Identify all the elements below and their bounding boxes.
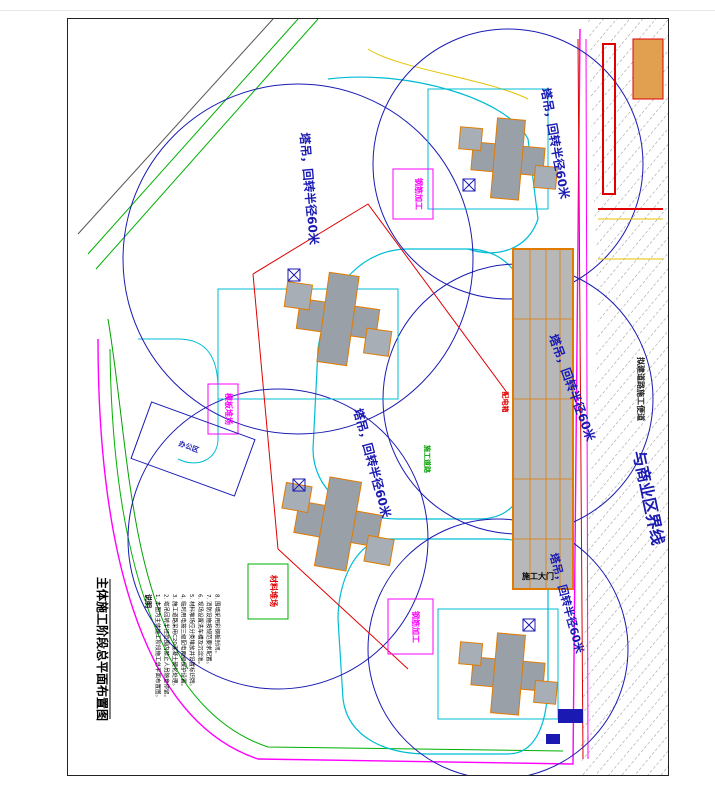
residential-building-1: [283, 271, 393, 367]
temporary-structure: [598, 38, 664, 260]
area-label-material-2: 模板堆场: [224, 393, 234, 425]
crane-marker-2: [462, 178, 476, 192]
area-label-dist-box: 配电箱: [501, 392, 510, 413]
notes-line: 6. 现场设置洗车槽及沉淀池。: [197, 594, 205, 667]
notes-line: 4. 临时用电按三级配电两级保护设置。: [180, 594, 188, 689]
residential-building-2: [281, 476, 395, 572]
zone-box-material-2: [207, 383, 239, 435]
crane-marker-4: [522, 618, 536, 632]
power-line-1: [252, 203, 509, 395]
gate-marker: [558, 709, 583, 723]
boundary-line-red: [577, 38, 584, 760]
crane-radius-circle-5: [367, 518, 629, 775]
dist-box-marker: [546, 734, 560, 744]
residential-building-3: [458, 117, 559, 201]
boundary-line-magenta: [585, 38, 589, 760]
notes-line: 5. 材料堆场应分类堆放并设置标识牌。: [188, 594, 196, 689]
boundary-line-green: [87, 19, 299, 255]
site-plan-drawing: 说明1. 本图为主体施工阶段施工总平面布置图。2. 塔吊回转半径范围内禁止人员随…: [77, 19, 668, 775]
crane-marker-3: [292, 478, 306, 492]
notes-line: 7. 消防设施按规范要求配置。: [205, 594, 213, 667]
crane-radius-circle-1: [122, 83, 474, 435]
notes-line: 1. 本图为主体施工阶段施工总平面布置图。: [154, 594, 162, 700]
fence-line: [97, 28, 581, 765]
viewer-toolbar: [0, 0, 715, 11]
area-label-material-1: 钢筋加工: [414, 178, 424, 210]
notes-line: 3. 施工道路采用C20混凝土硬化处理。: [171, 594, 179, 689]
power-line-3: [277, 548, 409, 670]
zone-box-material-1: [392, 168, 434, 220]
boundary-line-green-2: [95, 19, 319, 270]
residential-building-4: [458, 632, 559, 716]
road-edge-left: [107, 318, 189, 670]
notes-heading: 说明: [144, 594, 153, 608]
area-label-office: 办公区: [177, 439, 200, 455]
fence-line-inner: [109, 348, 564, 752]
boundary-line-outer: [77, 19, 274, 235]
zone-box-material-4: [247, 563, 289, 620]
commercial-building: [512, 248, 574, 590]
area-label-road: 施工道路: [423, 445, 432, 474]
crane-label-1: 塔吊，回转半径60米: [297, 132, 322, 247]
crane-marker-1: [287, 268, 301, 282]
building-zone-outline-3: [437, 608, 559, 720]
area-label-material-4: 材料堆场: [269, 575, 279, 607]
commercial-zone-hatch: [580, 19, 668, 775]
notes-line: 8. 围墙采用彩钢板封闭。: [214, 594, 222, 656]
office-area: [130, 401, 256, 497]
road-edge-yellow: [367, 48, 529, 100]
road-label: 拟建道路施工便道: [636, 357, 646, 421]
notes-line: 2. 塔吊回转半径范围内禁止人员随意停留。: [163, 594, 171, 700]
building-zone-outline-2: [427, 88, 549, 210]
drawing-title: 主体施工阶段总平面布置图: [95, 577, 110, 721]
crane-radius-circle-2: [372, 28, 644, 300]
area-label-gate: 施工大门: [522, 571, 554, 581]
area-label-material-3: 钢筋加工: [411, 611, 421, 643]
power-line-2: [252, 273, 279, 550]
zone-box-material-3: [387, 598, 434, 655]
